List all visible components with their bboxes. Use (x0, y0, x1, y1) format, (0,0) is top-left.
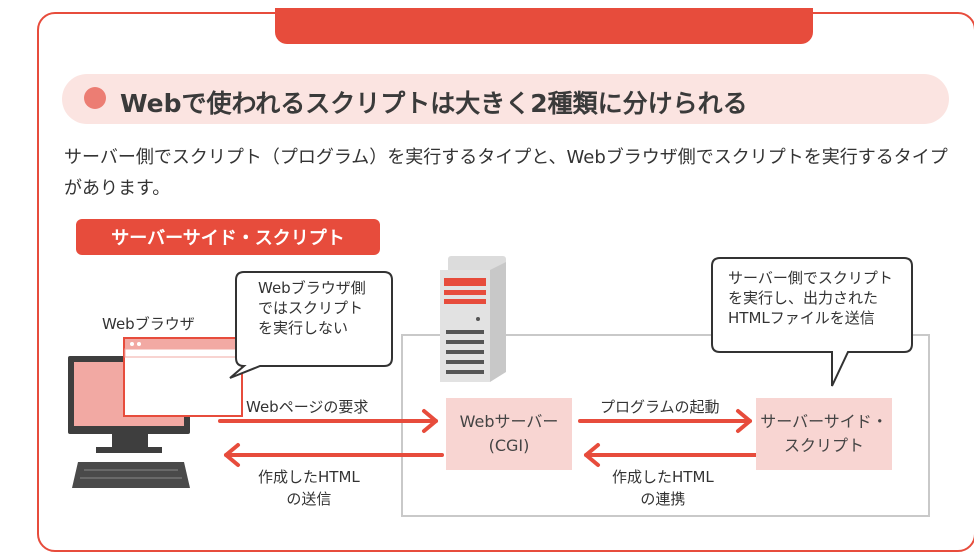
request-label: Webページの要求 (246, 398, 369, 416)
browser-bubble (229, 271, 393, 379)
lead-text: サーバー側でスクリプト（プログラム）を実行するタイプと、Webブラウザ側でスクリ… (64, 147, 948, 199)
server-side-script-box: サーバーサイド・スクリプト (756, 398, 892, 470)
server-side-script-label: サーバーサイド・スクリプト (76, 219, 380, 255)
server-bubble-text: サーバー側でスクリプト を実行し、出力された HTMLファイルを送信 (728, 269, 893, 327)
diagram-graphics (68, 256, 913, 488)
server-icon (440, 256, 506, 382)
launch-label: プログラムの起動 (600, 398, 720, 416)
link-html-label: 作成したHTML の連携 (612, 468, 714, 508)
section-heading: Webで使われるスクリプトは大きく2種類に分けられる (120, 89, 748, 118)
web-server-box: Webサーバー(CGI) (446, 398, 572, 470)
send-html-label: 作成したHTML の送信 (258, 468, 360, 508)
browser-bubble-text: Webブラウザ側 ではスクリプト を実行しない (258, 279, 366, 337)
heading-bar (62, 74, 949, 124)
browser-label: Webブラウザ (102, 315, 195, 333)
browser-window-icon (123, 337, 243, 417)
bullet-dot-icon (84, 87, 106, 109)
server-bubble (711, 257, 913, 387)
header-tab (275, 8, 813, 44)
